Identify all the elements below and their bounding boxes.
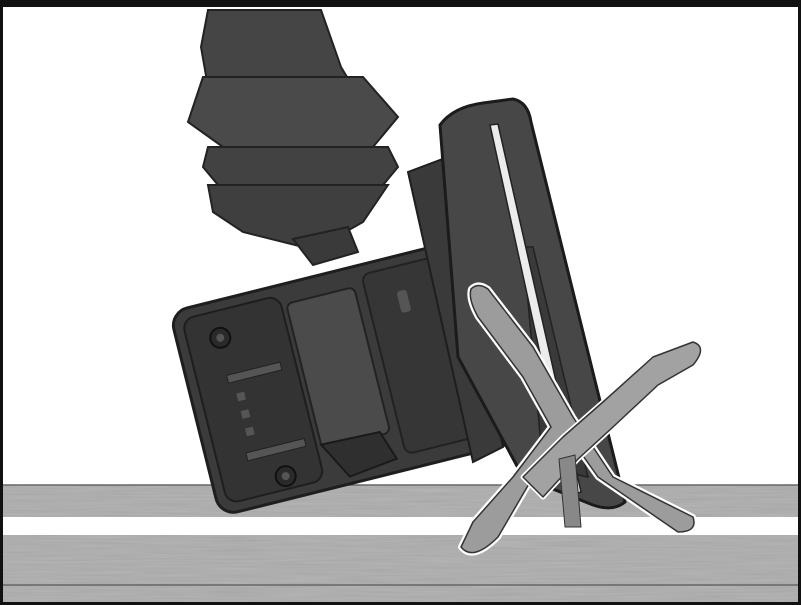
saw-illustration <box>3 7 798 602</box>
saw-handle <box>188 10 398 265</box>
wooden-board <box>3 485 798 602</box>
